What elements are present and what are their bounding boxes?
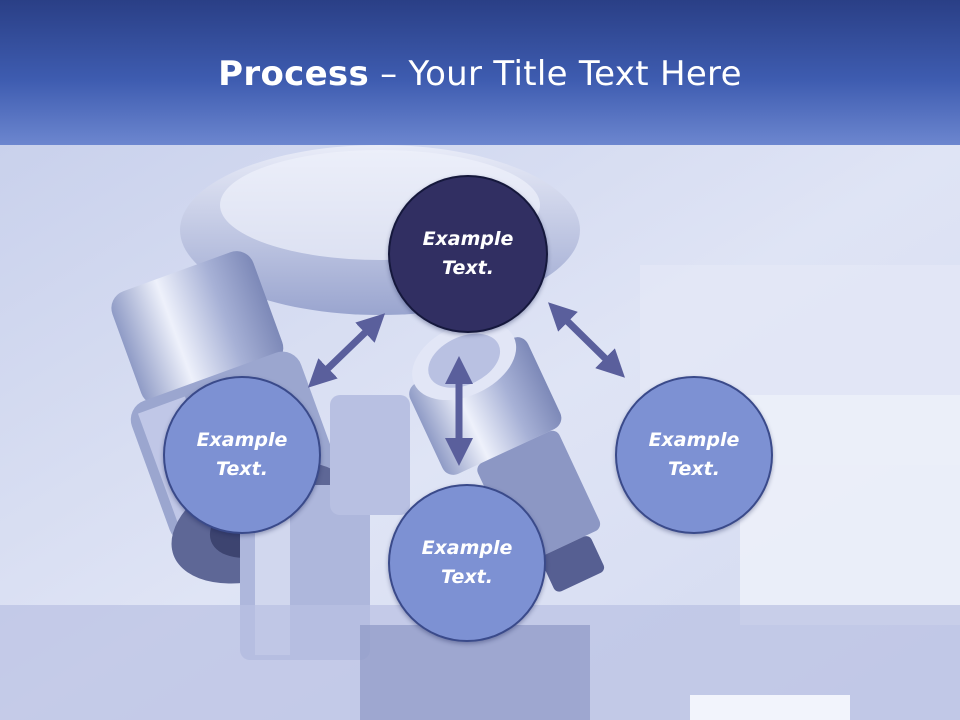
process-node-left[interactable]: Example Text.	[163, 376, 321, 534]
slide-title: Process – Your Title Text Here	[0, 52, 960, 96]
title-rest: – Your Title Text Here	[369, 54, 742, 94]
microscope-background-image	[0, 145, 960, 720]
arrow-top-right	[548, 302, 625, 378]
node-right-text: Example Text.	[648, 429, 740, 480]
node-left-text: Example Text.	[196, 429, 288, 480]
node-bottom-text: Example Text.	[421, 537, 513, 588]
process-node-bottom[interactable]: Example Text.	[388, 484, 546, 642]
arrow-top-left	[307, 313, 386, 388]
title-bold: Process	[218, 54, 370, 94]
node-top-text: Example Text.	[422, 228, 514, 279]
title-bar: Process – Your Title Text Here	[0, 0, 960, 145]
process-node-right[interactable]: Example Text.	[615, 376, 773, 534]
process-node-top[interactable]: Example Text.	[388, 175, 548, 333]
